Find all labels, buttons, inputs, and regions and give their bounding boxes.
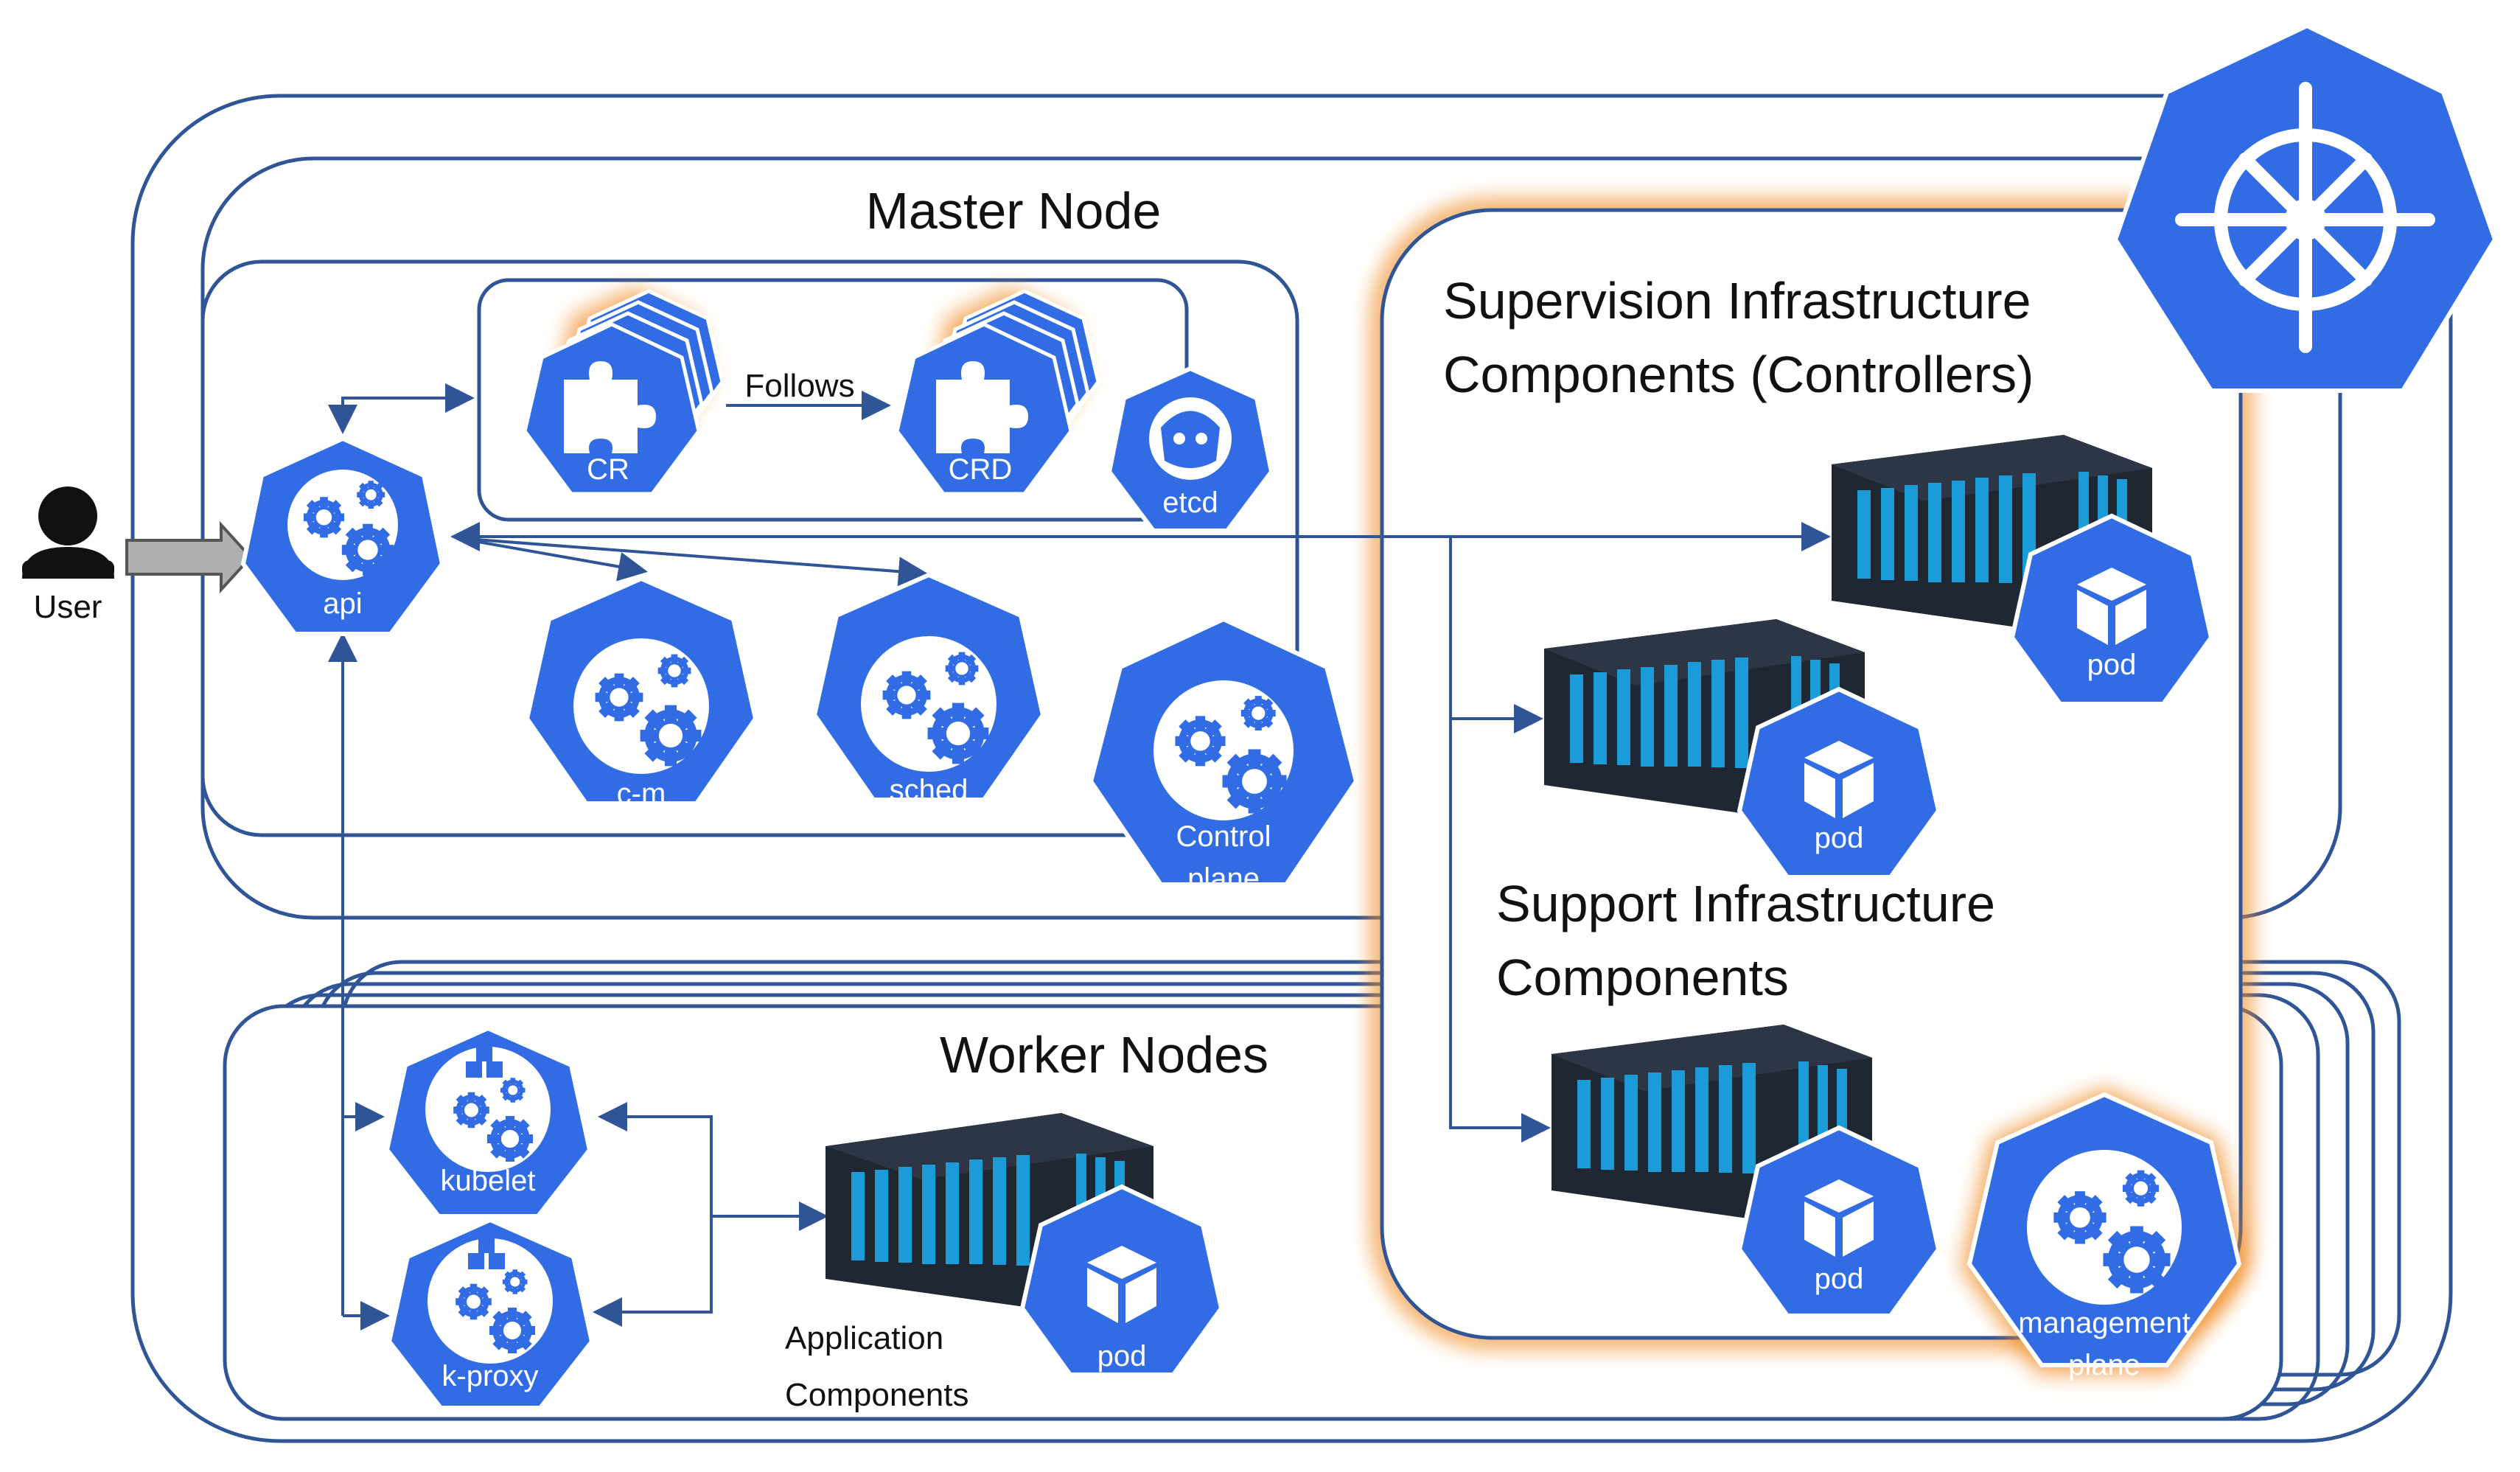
kubelet-label: kubelet <box>441 1165 536 1197</box>
pod-label: pod <box>2087 649 2137 681</box>
management-plane-label-line2: plane <box>2068 1349 2140 1381</box>
etcd-icon <box>1149 397 1232 480</box>
kubelet-component: kubelet <box>384 1025 593 1218</box>
application-title-line1: Application <box>785 1320 943 1356</box>
support-pod-upper: pod <box>1737 686 1941 879</box>
cm-label: c-m <box>617 778 666 810</box>
user-arrow <box>125 520 253 594</box>
pod-label: pod <box>1815 1263 1864 1295</box>
application-container: pod <box>826 1113 1224 1377</box>
support-title-line2: Components <box>1496 949 1789 1006</box>
pod-label: pod <box>1097 1340 1147 1372</box>
branch-to-lower-pod <box>1449 719 1551 1143</box>
crd-component: CRD <box>895 287 1100 496</box>
control-plane-label-line1: Control <box>1176 820 1271 853</box>
connectors <box>341 383 1831 1330</box>
cube-icon <box>1804 1179 1874 1257</box>
kproxy-component: k-proxy <box>386 1217 595 1410</box>
management-plane-label-line1: management <box>2018 1307 2190 1339</box>
crd-label: CRD <box>949 453 1013 486</box>
user-figure: User <box>22 486 253 625</box>
supervision-title-line1: Supervision Infrastructure <box>1443 272 2031 329</box>
pod-label: pod <box>1815 822 1864 854</box>
support-title-line1: Support Infrastructure <box>1496 875 1995 932</box>
etcd-component: etcd <box>1106 366 1274 533</box>
kproxy-label: k-proxy <box>441 1360 538 1392</box>
cr-label: CR <box>587 453 629 486</box>
supervision-pod: pod <box>2009 513 2214 706</box>
control-plane-component: Control plane <box>1088 616 1359 895</box>
cube-icon <box>1804 741 1874 818</box>
master-node-title: Master Node <box>866 182 1162 240</box>
sched-component: sched <box>812 572 1046 806</box>
api-to-cm-connector <box>456 537 648 582</box>
application-pod: pod <box>1019 1184 1224 1377</box>
cube-icon <box>2077 568 2146 645</box>
puzzle-icon <box>936 361 1028 453</box>
supervision-title-line2: Components (Controllers) <box>1443 346 2034 403</box>
cm-component: c-m <box>524 576 758 810</box>
management-plane-component: management plane <box>1961 1087 2248 1381</box>
support-container-upper: pod <box>1544 619 1941 879</box>
etcd-label: etcd <box>1162 486 1218 519</box>
api-component: api <box>240 436 445 636</box>
cr-component: CR <box>523 287 725 496</box>
application-title-line2: Components <box>785 1377 968 1413</box>
support-container-lower: pod <box>1552 1025 1941 1318</box>
api-label: api <box>323 587 362 620</box>
sched-label: sched <box>890 774 968 806</box>
follows-label: Follows <box>744 368 854 404</box>
kubelet-kproxy-bus <box>596 1115 713 1314</box>
person-icon <box>22 486 114 579</box>
api-to-sched-connector <box>456 537 928 587</box>
kubernetes-helm-wheel-icon <box>2112 23 2498 393</box>
cube-icon <box>1087 1246 1156 1323</box>
supervision-container: pod <box>1832 435 2214 706</box>
user-label: User <box>34 589 102 625</box>
cluster-outer-frame <box>130 94 2453 1443</box>
puzzle-icon <box>564 361 656 453</box>
support-pod-lower: pod <box>1737 1125 1941 1318</box>
worker-nodes-title: Worker Nodes <box>940 1026 1268 1084</box>
control-plane-label-line2: plane <box>1187 862 1260 895</box>
